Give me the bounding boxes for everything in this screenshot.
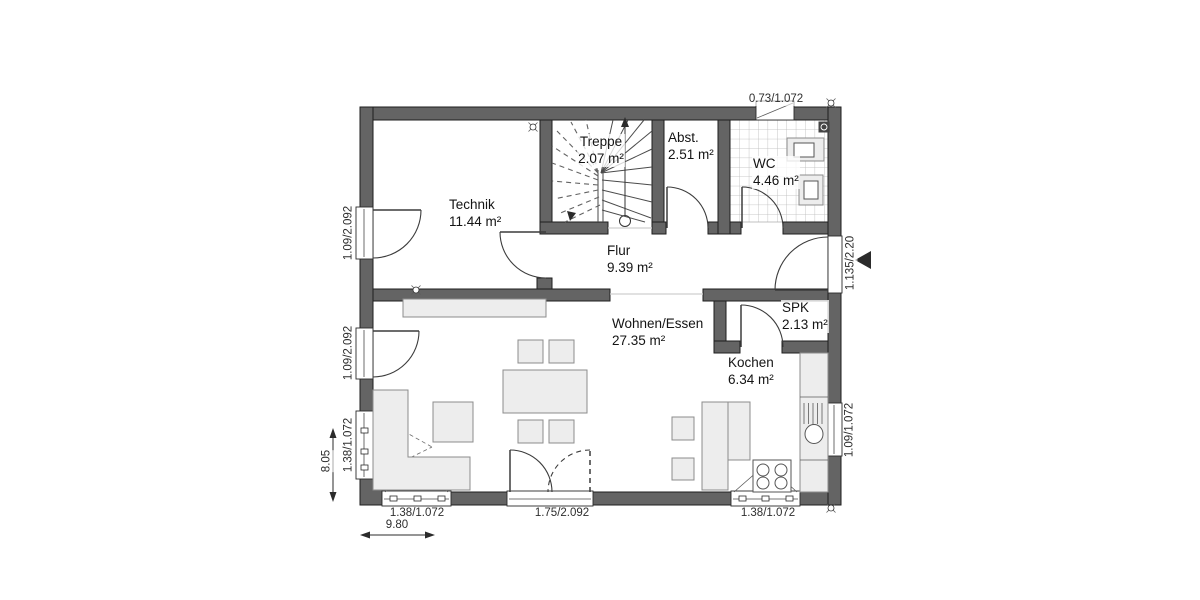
stove bbox=[752, 459, 792, 493]
door-spk bbox=[740, 304, 784, 348]
survey-point-icons bbox=[411, 98, 836, 513]
toilet bbox=[798, 174, 824, 206]
dining-chairs bbox=[517, 339, 575, 444]
survey-point-icon bbox=[528, 122, 538, 132]
stair-walking-line bbox=[619, 117, 631, 227]
entrance-marker-icon bbox=[855, 251, 871, 269]
window-left-middle bbox=[355, 327, 374, 380]
door-terrace bbox=[509, 449, 591, 493]
sideboard bbox=[402, 298, 547, 318]
window-top-wc bbox=[755, 100, 795, 121]
window-bottom-right bbox=[730, 490, 801, 507]
coffee-table bbox=[432, 401, 474, 443]
survey-point-icon bbox=[826, 98, 836, 108]
kitchen-counter bbox=[799, 352, 829, 493]
door-abst bbox=[666, 186, 709, 229]
staircase bbox=[551, 117, 653, 227]
bar-stools bbox=[671, 416, 695, 481]
terrace-door-opening bbox=[506, 490, 594, 507]
survey-point-icon bbox=[826, 503, 836, 513]
kitchen-sink bbox=[804, 424, 824, 444]
door-technik bbox=[499, 231, 547, 279]
french-door-living bbox=[372, 330, 420, 378]
kitchen-island bbox=[701, 401, 751, 491]
window-bottom-left bbox=[381, 490, 452, 507]
window-left-lower bbox=[355, 410, 374, 480]
french-door-technik bbox=[372, 209, 422, 259]
survey-point-icon bbox=[818, 121, 830, 133]
interior-walls bbox=[372, 119, 829, 354]
washbasin bbox=[786, 137, 825, 162]
door-entry bbox=[774, 236, 829, 291]
survey-point-icon bbox=[411, 285, 421, 295]
door-wc bbox=[741, 186, 784, 229]
stair-down-arrow bbox=[567, 211, 576, 221]
dining-table bbox=[502, 369, 588, 414]
corner-sofa bbox=[372, 389, 471, 491]
passage-thresholds bbox=[608, 227, 703, 295]
dish-rack-icon bbox=[803, 403, 823, 424]
entry-door-opening bbox=[827, 235, 843, 294]
dimension-arrow-total-width bbox=[360, 531, 435, 539]
wc-tile-floor bbox=[729, 119, 829, 223]
window-left-upper bbox=[355, 206, 374, 260]
dimension-arrow-total-depth bbox=[329, 428, 337, 502]
window-right-kitchen bbox=[826, 402, 843, 457]
